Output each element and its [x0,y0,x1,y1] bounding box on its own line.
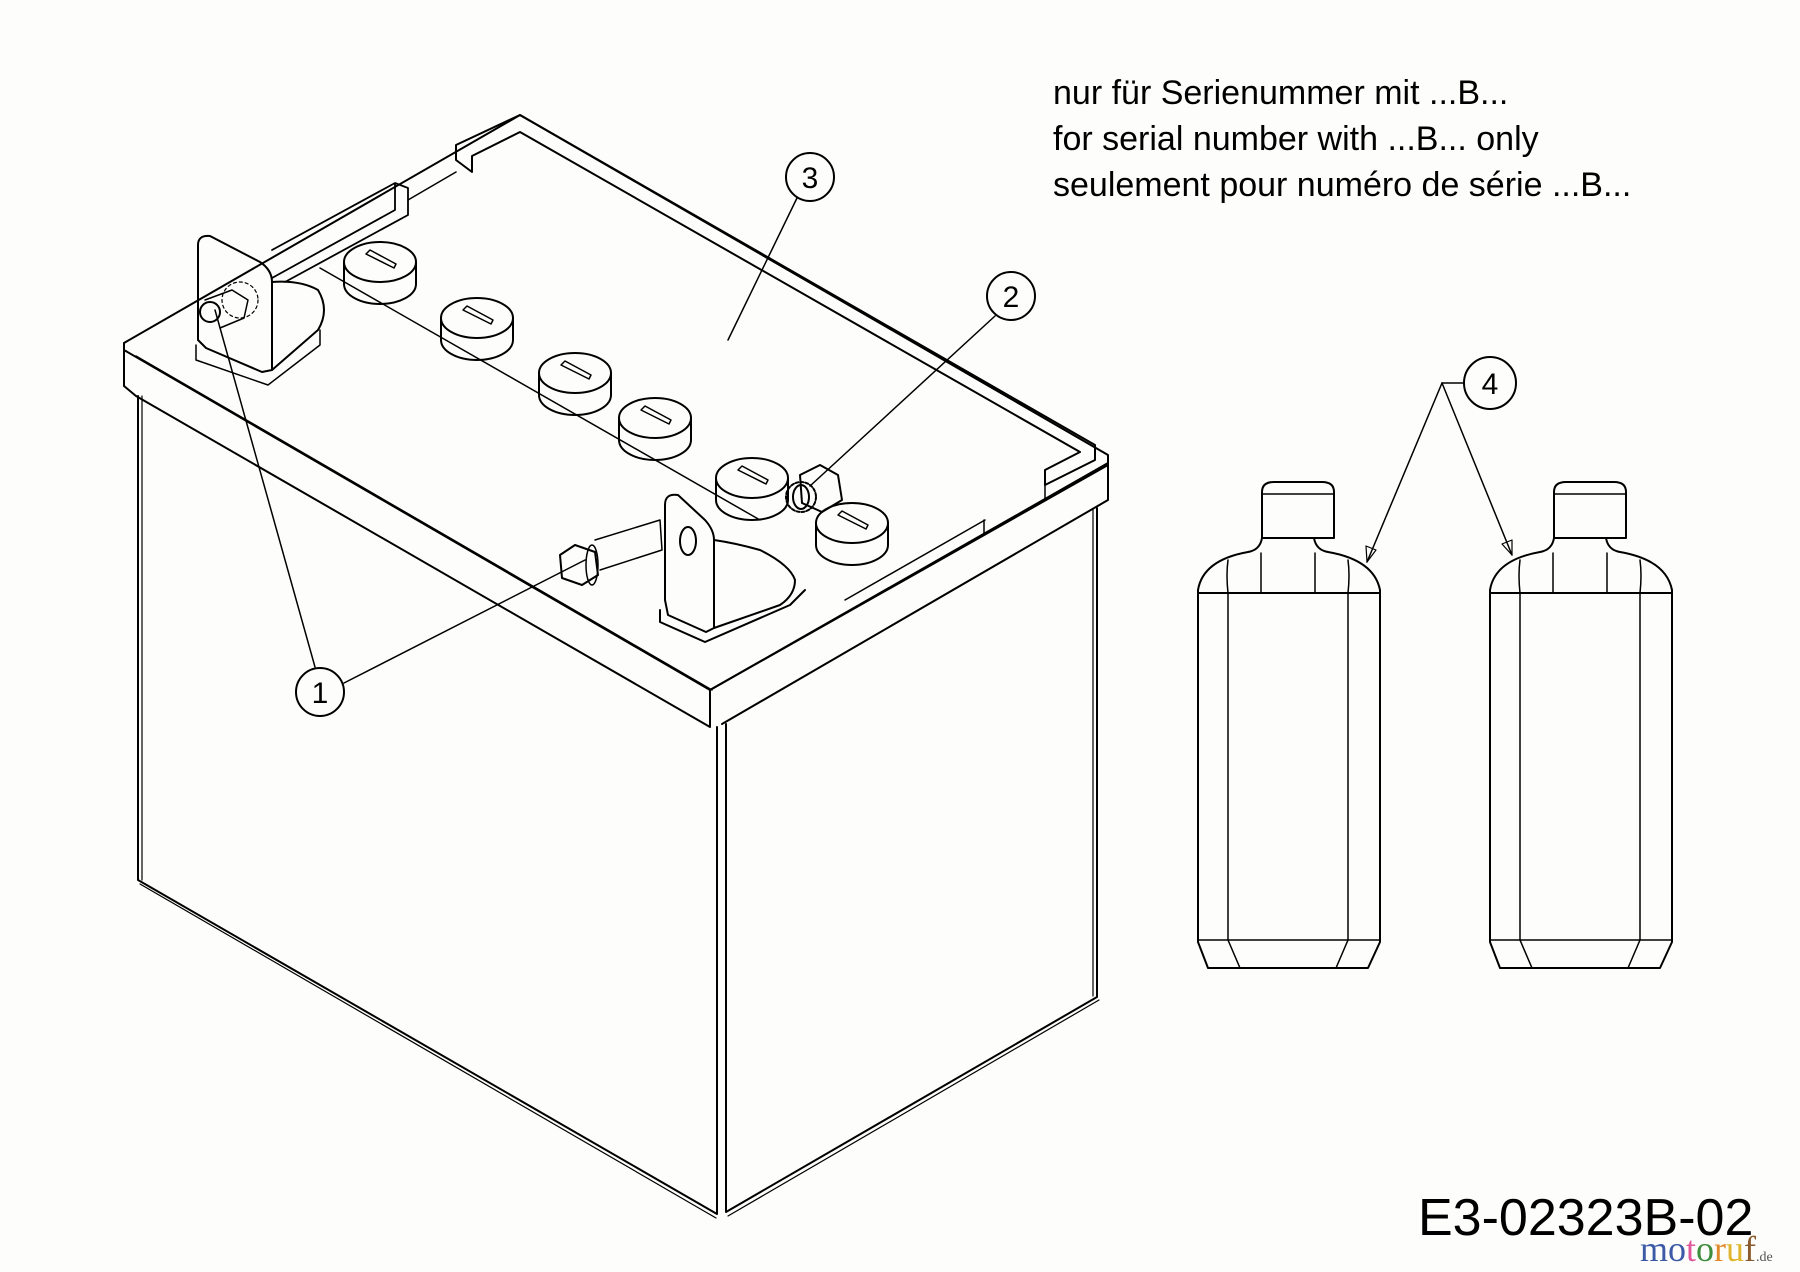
watermark-letter: r [1714,1229,1727,1269]
terminal-right [559,493,806,643]
svg-text:3: 3 [802,162,819,195]
watermark-letter: o [1696,1229,1715,1269]
terminal-left [195,234,325,386]
electrolyte-bottle [1197,481,1381,969]
watermark-letter: o [1668,1229,1687,1269]
note-line-fr: seulement pour numéro de série ...B... [1053,166,1632,204]
watermark-letter: u [1726,1229,1745,1269]
battery [123,114,1109,1219]
battery-lid-top [123,114,1109,691]
serial-number-note: nur für Serienummer mit ...B... for seri… [1053,70,1631,208]
battery-body-side [725,507,1098,1213]
svg-text:2: 2 [1003,281,1020,314]
watermark-letter: t [1686,1229,1697,1269]
callout-4: 4 [1365,356,1517,563]
battery-lid-rim-right [709,462,1109,725]
drawing-number: E3-02323B-02 [1418,1189,1754,1247]
watermark-letter: m [1640,1229,1669,1269]
note-line-en: for serial number with ...B... only [1053,120,1539,158]
watermark-letter: f [1744,1229,1757,1269]
note-line-de: nur für Serienummer mit ...B... [1053,74,1509,112]
terminal-nut [785,464,843,513]
svg-text:4: 4 [1482,368,1499,401]
callout-2: 2 [809,271,1036,487]
electrolyte-bottle [1489,481,1673,969]
watermark-logo: motoruf.de [1640,1228,1773,1270]
battery-lid-rim-left [123,342,711,728]
battery-body-front [137,395,718,1215]
svg-text:1: 1 [312,677,329,710]
vent-caps [343,241,889,566]
battery-top-ridge [455,114,1096,486]
watermark-tld: .de [1756,1250,1773,1265]
callout-1: 1 [214,309,586,717]
battery-vent-bar [271,182,409,283]
callout-3: 3 [727,152,835,341]
